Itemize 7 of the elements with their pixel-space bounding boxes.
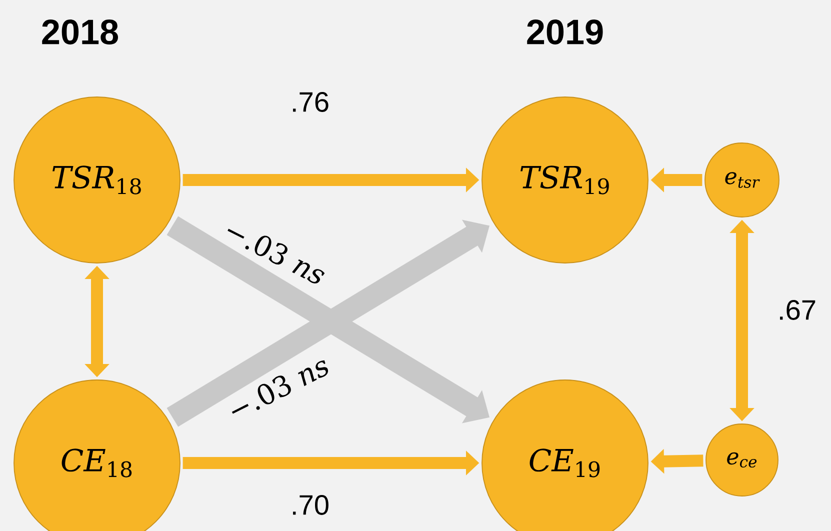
year-heading: 2019 — [527, 20, 603, 44]
edge-label: −.03 ns — [232, 360, 328, 414]
edge-label: .67 — [776, 298, 818, 322]
edge-label: −.03 ns — [228, 228, 325, 284]
year-heading: 2018 — [42, 20, 118, 44]
edge-label: .76 — [289, 90, 331, 114]
edge-label: .70 — [289, 494, 331, 516]
